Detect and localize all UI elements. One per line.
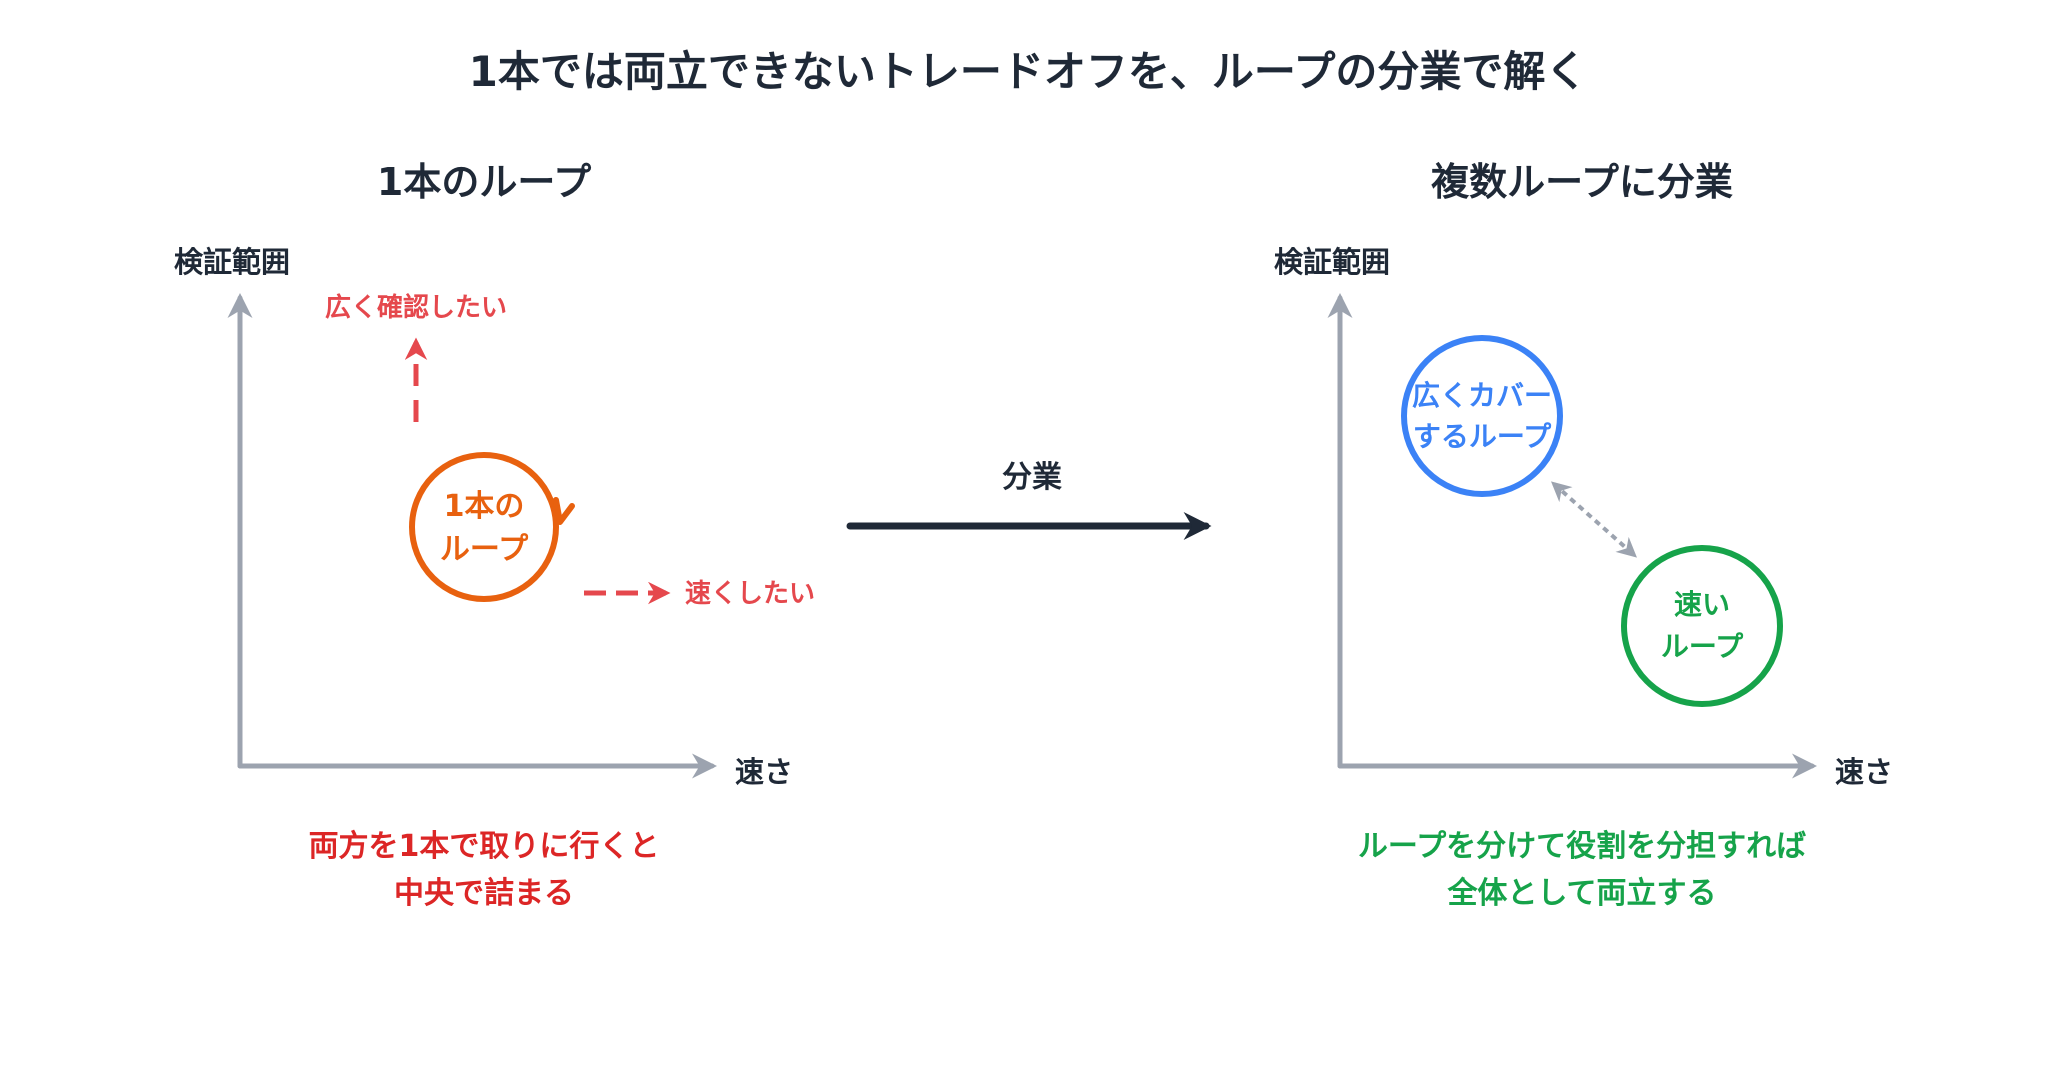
- loop-relation-dashed-arrow: [1551, 481, 1637, 558]
- left-up-label: 広く確認したい: [325, 292, 507, 323]
- right-caption-line1: ループを分けて役割を分担すれば: [1358, 829, 1806, 864]
- fast-loop-label-line2: ループ: [1661, 630, 1744, 663]
- left-panel-heading: 1本のループ: [377, 160, 591, 204]
- fast-loop-label-line1: 速い: [1674, 588, 1730, 621]
- division-arrow-label: 分業: [1002, 460, 1062, 495]
- right-caption-line2: 全体として両立する: [1446, 876, 1716, 911]
- wide-loop-label-line2: するループ: [1413, 420, 1552, 453]
- fast-loop-circle: [1621, 545, 1783, 707]
- single-loop-cycle-arrow-icon: [553, 497, 575, 525]
- left-x-axis-label: 速さ: [735, 755, 793, 789]
- right-y-axis-label: 検証範囲: [1274, 245, 1390, 279]
- wide-loop-circle: [1401, 335, 1563, 497]
- right-panel-heading: 複数ループに分業: [1431, 160, 1733, 204]
- left-y-axis-label: 検証範囲: [174, 245, 290, 279]
- right-x-axis-label: 速さ: [1835, 755, 1893, 789]
- single-loop-label-line2: ループ: [440, 532, 529, 567]
- single-loop-circle: [409, 452, 559, 602]
- main-title: 1本では両立できないトレードオフを、ループの分業で解く: [469, 47, 1588, 96]
- left-right-label: 速くしたい: [685, 579, 815, 609]
- single-loop-label-line1: 1本の: [444, 489, 525, 524]
- left-caption-line1: 両方を1本で取りに行くと: [309, 829, 660, 864]
- left-caption-line2: 中央で詰まる: [394, 876, 574, 911]
- wide-loop-label-line1: 広くカバー: [1412, 379, 1552, 412]
